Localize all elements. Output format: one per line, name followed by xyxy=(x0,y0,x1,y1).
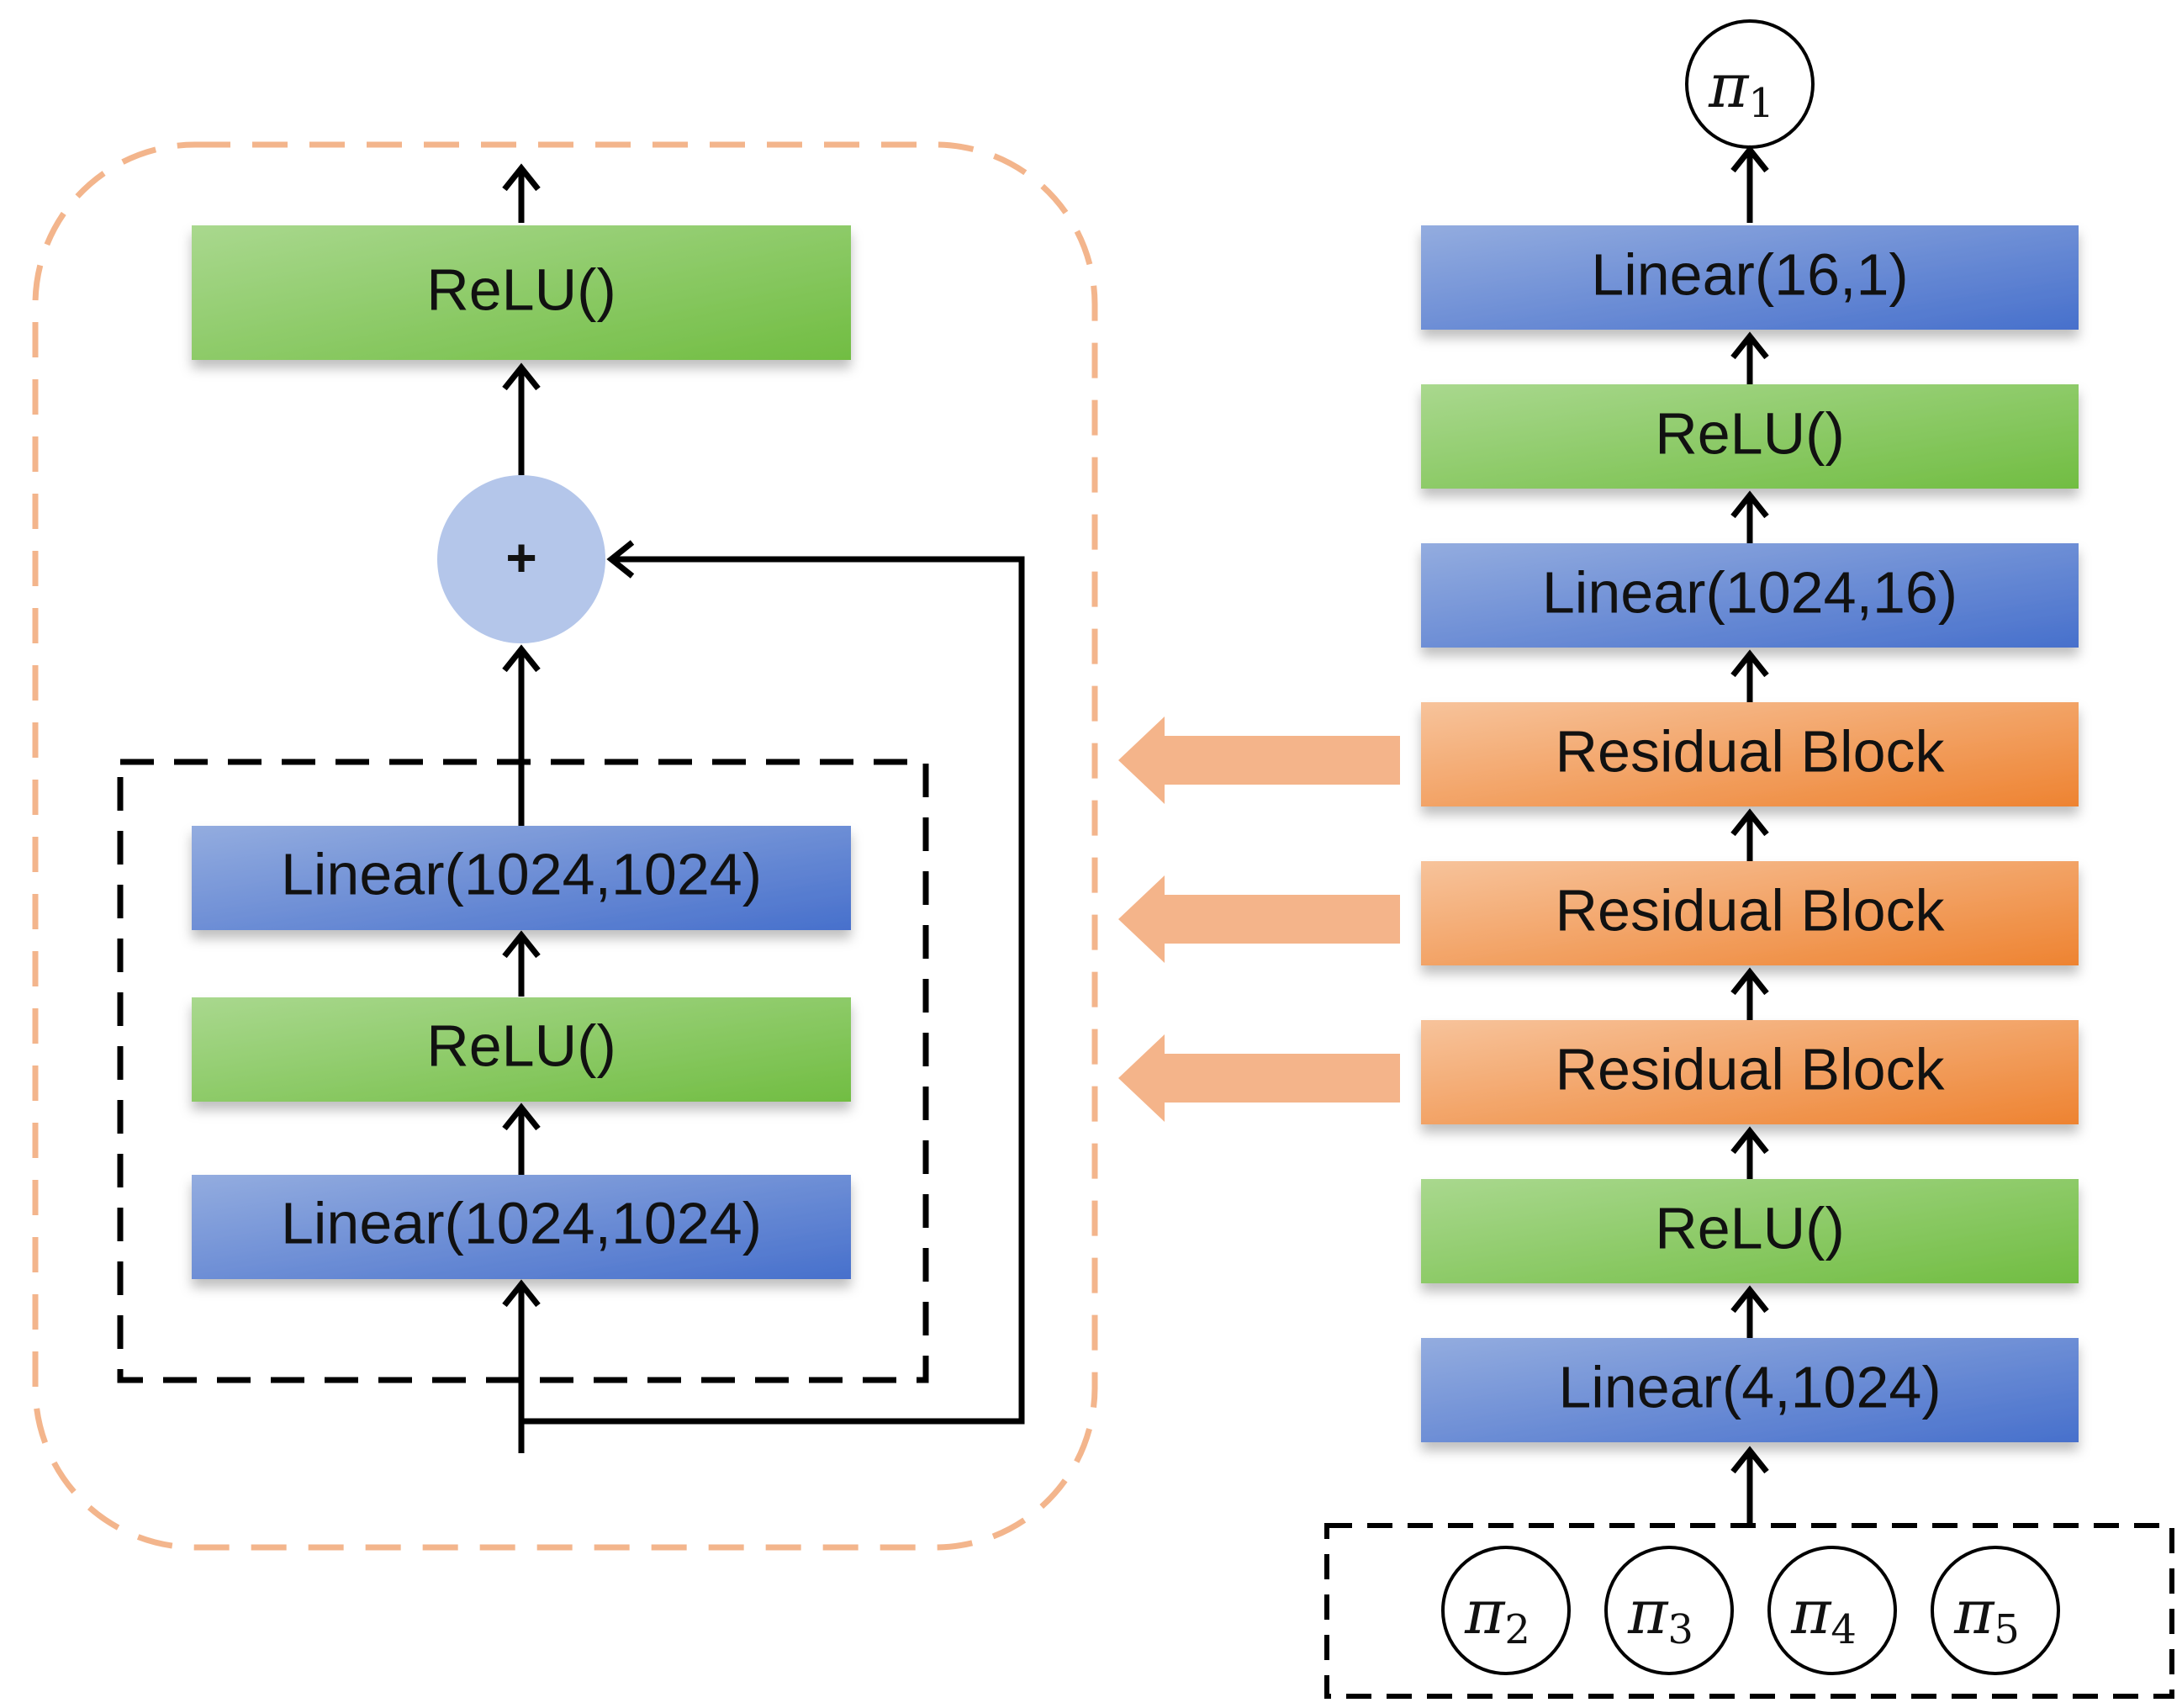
connector-arrow-1 xyxy=(1118,717,1400,804)
detail-linear-bottom-box xyxy=(192,1175,851,1279)
sum-node-symbol: + xyxy=(505,527,536,588)
layer-label: Residual Block xyxy=(1556,1036,1946,1102)
inputs-outline xyxy=(1324,1523,2174,1699)
layer-arrowhead xyxy=(1730,331,1769,360)
layer-box-linear xyxy=(1421,1338,2079,1442)
input-node xyxy=(1931,1546,2060,1675)
inputs-group: π2 π3 π4 π5 xyxy=(1324,1523,2174,1699)
skip-connection-arrowhead xyxy=(606,540,635,579)
connector-arrow-2 xyxy=(1118,875,1400,963)
layer-arrowhead xyxy=(1730,808,1769,837)
layer-box-linear xyxy=(1421,225,2079,330)
residual-detail-connectors xyxy=(1118,717,1400,1122)
layer-arrowhead xyxy=(1730,967,1769,996)
detail-relu-inner-label: ReLU() xyxy=(426,1013,616,1078)
layer-label: Linear(4,1024) xyxy=(1558,1354,1941,1420)
detail-relu-to-linear-arrowhead xyxy=(502,930,541,959)
input-node xyxy=(1604,1546,1734,1675)
detail-relu-output-label: ReLU() xyxy=(426,256,616,322)
layer-arrowhead xyxy=(1730,490,1769,519)
detail-relu-inner-box xyxy=(192,997,851,1102)
layer-box-linear xyxy=(1421,543,2079,648)
input-node-label: π5 xyxy=(1953,1577,2020,1653)
layer-box-residual xyxy=(1421,702,2079,806)
connector-arrow-3 xyxy=(1118,1034,1400,1122)
detail-linear-bottom-label: Linear(1024,1024) xyxy=(281,1190,762,1256)
input-arrowhead xyxy=(1730,1446,1769,1474)
output-node-label: π1 xyxy=(1708,50,1774,127)
layer-box-relu xyxy=(1421,384,2079,489)
output-arrowhead xyxy=(1730,145,1769,173)
input-node-label: π4 xyxy=(1790,1577,1857,1653)
layer-label: Linear(16,1) xyxy=(1591,241,1908,307)
input-node-label: π3 xyxy=(1627,1577,1693,1653)
detail-linear-top-label: Linear(1024,1024) xyxy=(281,841,762,907)
layer-label: ReLU() xyxy=(1655,1195,1845,1261)
layer-box-residual xyxy=(1421,861,2079,965)
detail-sum-to-relu-arrowhead xyxy=(502,362,541,391)
layer-arrowhead xyxy=(1730,1126,1769,1155)
detail-input-arrowhead xyxy=(502,1279,541,1308)
detail-linear-to-relu-arrowhead xyxy=(502,1103,541,1131)
layer-label: Residual Block xyxy=(1556,877,1946,943)
detail-linear-top-box xyxy=(192,826,851,930)
layer-label: Linear(1024,16) xyxy=(1542,559,1957,625)
sum-node xyxy=(437,475,605,643)
layer-arrowhead xyxy=(1730,1285,1769,1314)
input-node-label: π2 xyxy=(1464,1577,1530,1653)
detail-inner-to-sum-arrowhead xyxy=(502,644,541,673)
input-node xyxy=(1767,1546,1897,1675)
layer-box-relu xyxy=(1421,1179,2079,1283)
layer-box-residual xyxy=(1421,1020,2079,1124)
layer-label: Residual Block xyxy=(1556,718,1946,784)
residual-block-detail: ReLU() + Linear(1024,1024) ReLU() Linear… xyxy=(32,141,1098,1551)
layer-arrowhead xyxy=(1730,649,1769,678)
layer-label: ReLU() xyxy=(1655,400,1845,466)
skip-connection-line xyxy=(521,556,1025,1425)
input-node xyxy=(1441,1546,1571,1675)
residual-block-outline xyxy=(32,141,1098,1551)
detail-relu-output-box xyxy=(192,225,851,360)
detail-output-arrowhead xyxy=(502,163,541,192)
